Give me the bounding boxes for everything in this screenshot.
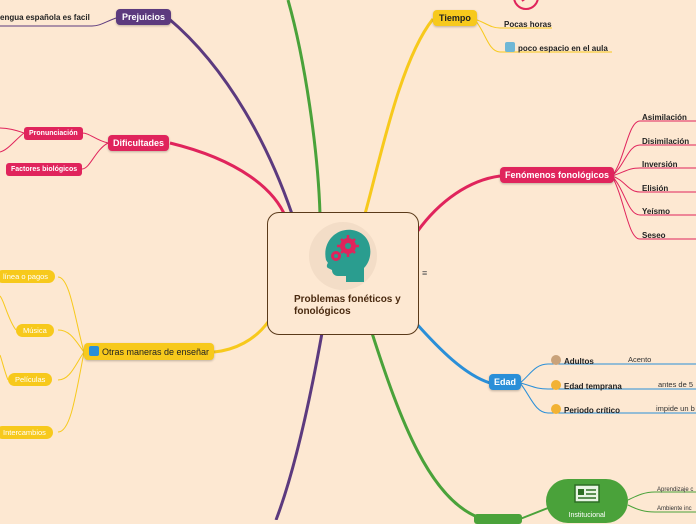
- otras-leaf-intercambios[interactable]: Intercambios: [0, 426, 53, 439]
- dificultades-leaf-line-2: [82, 143, 108, 169]
- dificultades-leaf-line-4: [0, 133, 24, 152]
- fenomeno-elision[interactable]: Elisión: [642, 184, 668, 193]
- branch-prejuicios: [168, 18, 292, 214]
- presentation-board-icon: [574, 484, 600, 506]
- child-face-icon: [551, 380, 561, 390]
- otras-leaf-musica[interactable]: Música: [16, 324, 54, 337]
- branch-fenomenos: [417, 176, 500, 232]
- branch-purple-bottom: [276, 333, 322, 520]
- branch-node-otras-maneras[interactable]: Otras maneras de enseñar: [84, 343, 214, 360]
- otras-leaf-line-2: [58, 330, 84, 352]
- prejuicios-leaf-0[interactable]: engua española es facil: [0, 13, 90, 22]
- edad-critico-label: Periodo crítico: [564, 406, 620, 415]
- edad-item-temprana[interactable]: Edad temprana: [551, 380, 622, 391]
- otras-leaf-line-3: [58, 352, 84, 380]
- dificultades-leaf-line-3: [0, 128, 24, 133]
- teacher-icon: [89, 346, 99, 356]
- fenomeno-inversion[interactable]: Inversión: [642, 160, 678, 169]
- edad-temprana-detail[interactable]: antes de 5: [658, 380, 693, 389]
- otras-leaf-line-6: [0, 355, 8, 380]
- teen-face-icon: [551, 404, 561, 414]
- classroom-icon: [505, 42, 515, 52]
- branch-node-institucional[interactable]: Institucional: [546, 479, 628, 523]
- fenomenos-leaf-line-3: [612, 168, 696, 176]
- adult-face-icon: [551, 355, 561, 365]
- branch-otras: [214, 322, 268, 352]
- brain-gears-icon: [306, 222, 380, 290]
- fenomeno-seseo[interactable]: Seseo: [642, 231, 666, 240]
- central-topic-title: Problemas fonéticos y fonológicos: [294, 294, 404, 318]
- edad-adultos-label: Adultos: [564, 357, 594, 366]
- branch-node-green-bottom[interactable]: [474, 514, 522, 524]
- dificultades-leaf-line-1: [82, 133, 108, 143]
- branch-edad: [415, 322, 490, 383]
- otras-leaf-peliculas[interactable]: Películas: [8, 373, 52, 386]
- institucional-link: [520, 508, 548, 519]
- branch-node-edad[interactable]: Edad: [489, 374, 521, 390]
- fenomeno-disimilacion[interactable]: Disimilación: [642, 137, 689, 146]
- branch-node-prejuicios[interactable]: Prejuicios: [116, 9, 171, 25]
- branch-node-tiempo[interactable]: Tiempo: [433, 10, 477, 26]
- branch-node-fenomenos[interactable]: Fenómenos fonológicos: [500, 167, 614, 183]
- edad-item-critico[interactable]: Periodo crítico: [551, 404, 620, 415]
- branch-tiempo: [365, 19, 433, 214]
- menu-icon[interactable]: ≡: [422, 268, 427, 278]
- edad-adultos-detail[interactable]: Acento: [628, 355, 651, 364]
- branch-node-dificultades[interactable]: Dificultades: [108, 135, 169, 151]
- edad-temprana-label: Edad temprana: [564, 382, 622, 391]
- dificultades-leaf-pronunciacion[interactable]: Pronunciación: [24, 127, 83, 140]
- tiempo-leaf-poco-espacio[interactable]: poco espacio en el aula: [505, 42, 608, 53]
- institucional-leaf-line-1: [628, 492, 696, 500]
- branch-institucional: [372, 333, 480, 518]
- institucional-leaf-ambiente[interactable]: Ambiente inc: [657, 506, 692, 512]
- dificultades-leaf-factores[interactable]: Factores biológicos: [6, 163, 82, 176]
- fenomeno-yeismo[interactable]: Yeísmo: [642, 207, 670, 216]
- edad-item-adultos[interactable]: Adultos: [551, 355, 594, 366]
- institucional-leaf-aprendizaje[interactable]: Aprendizaje c: [657, 487, 693, 493]
- tiempo-leaf-pocas-horas[interactable]: Pocas horas: [504, 20, 552, 29]
- branch-green-top: [288, 0, 320, 214]
- institucional-label: Institucional: [546, 512, 628, 519]
- otras-leaf-line-1: [58, 277, 84, 352]
- otras-leaf-line-4: [58, 352, 84, 432]
- poco-espacio-label: poco espacio en el aula: [518, 44, 608, 53]
- clock-icon: [513, 0, 539, 14]
- edad-critico-detail[interactable]: impide un b: [656, 404, 695, 413]
- fenomeno-asimilacion[interactable]: Asimilación: [642, 113, 687, 122]
- otras-maneras-label: Otras maneras de enseñar: [102, 347, 209, 357]
- otras-leaf-line-5: [0, 296, 16, 330]
- otras-leaf-linea[interactable]: línea o pagos: [0, 270, 55, 283]
